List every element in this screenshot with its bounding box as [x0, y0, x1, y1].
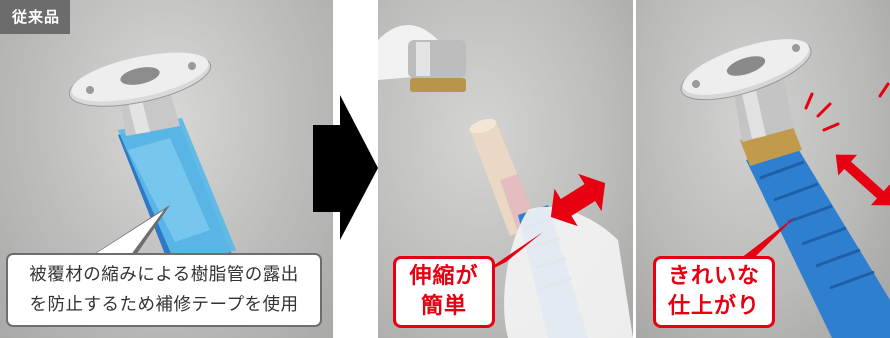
finish-illustration — [680, 39, 890, 338]
glove-bottom — [504, 206, 633, 338]
corrugated-hose — [746, 142, 890, 338]
sparkle-icon — [804, 82, 890, 132]
flange-screw-hole — [188, 62, 196, 70]
badge-line-2: 仕上がり — [667, 294, 760, 319]
badge-line-1: きれいな — [667, 264, 760, 289]
callout-pointer-fill — [92, 210, 164, 256]
callout-pointer — [728, 216, 796, 268]
callout-pointer — [88, 205, 170, 258]
pipe-end — [469, 118, 497, 134]
conventional-product-tag: 従来品 — [0, 0, 71, 34]
collar-shine — [742, 91, 766, 139]
fitting-shine — [416, 42, 430, 76]
stretch-arrow-icon — [550, 173, 606, 227]
conventional-product-photo: 従来品 被覆材の縮みによる樹脂管の露出 を防止するため補修テープを使用 — [0, 0, 333, 338]
flange-hole — [726, 56, 766, 76]
hose-rib — [773, 182, 819, 202]
easy-expansion-badge: 伸縮が 簡単 — [393, 256, 495, 328]
hose-rib — [759, 160, 805, 180]
flange-screw-hole — [692, 80, 700, 88]
neat-finish-badge: きれいな 仕上がり — [653, 256, 775, 328]
hose-rib — [829, 270, 875, 290]
expansion-arrow-icon — [835, 154, 890, 206]
repair-tape-caption: 被覆材の縮みによる樹脂管の露出 を防止するため補修テープを使用 — [6, 253, 322, 327]
flange-screw-hole — [792, 44, 800, 52]
flange-hole — [120, 67, 160, 85]
hose-rib — [815, 248, 861, 268]
caption-line-2: を防止するため補修テープを使用 — [29, 295, 299, 315]
tape-highlight — [128, 138, 210, 242]
badge-line-1: 伸縮が — [409, 264, 479, 289]
badge-line-2: 簡単 — [420, 294, 467, 319]
hose-rib — [787, 204, 833, 224]
flange-screw-hole — [86, 86, 94, 94]
brass-ring — [410, 78, 466, 92]
brass-nut — [740, 124, 802, 166]
hose-rib — [801, 226, 847, 246]
caption-line-1: 被覆材の縮みによる樹脂管の露出 — [29, 265, 299, 285]
